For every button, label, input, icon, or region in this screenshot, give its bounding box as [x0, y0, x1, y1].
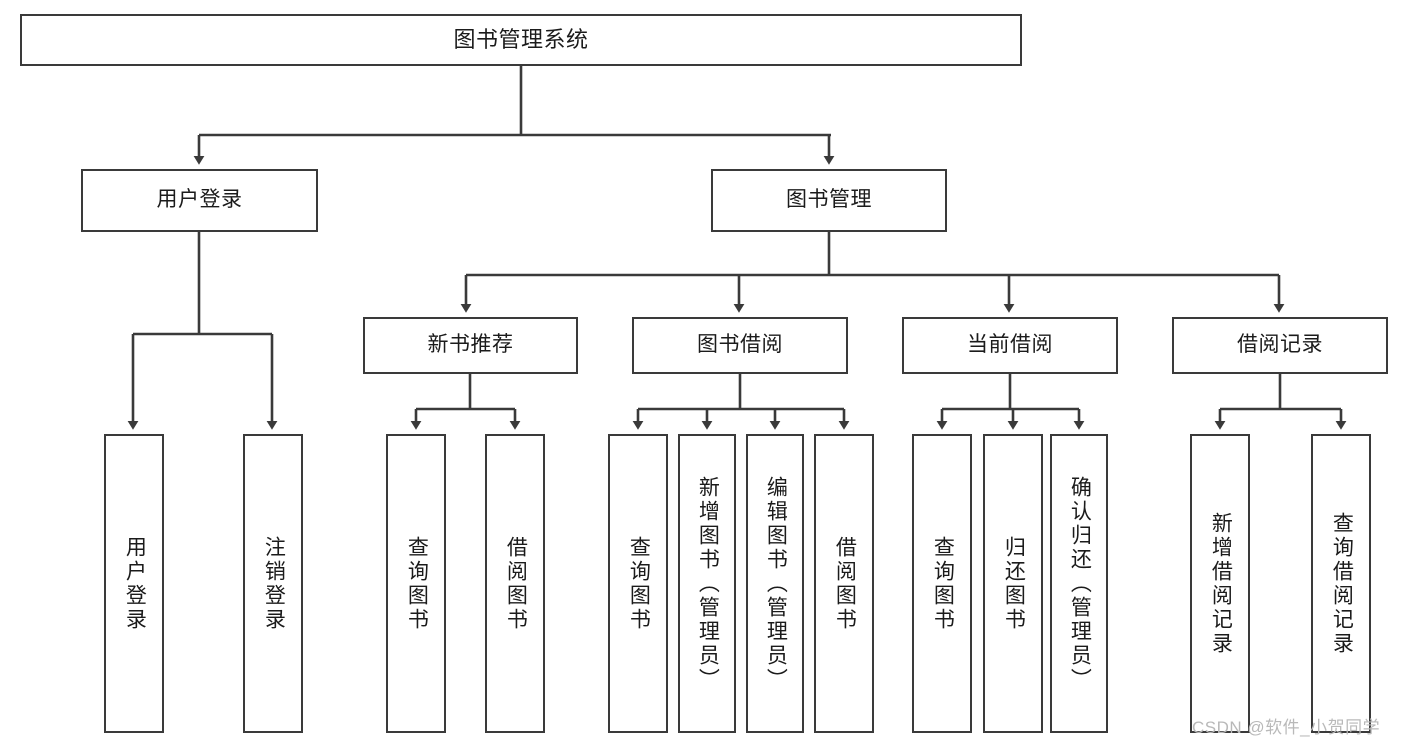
leaf-query-book-3[interactable]: 查询图书	[912, 434, 972, 733]
leaf-user-logout-label: 注销登录	[262, 535, 286, 632]
leaf-user-login-label: 用户登录	[123, 535, 147, 632]
leaf-query-book-1[interactable]: 查询图书	[386, 434, 446, 733]
leaf-query-record[interactable]: 查询借阅记录	[1311, 434, 1371, 733]
node-root[interactable]: 图书管理系统	[20, 14, 1022, 66]
leaf-user-login[interactable]: 用户登录	[104, 434, 164, 733]
leaf-query-book-2[interactable]: 查询图书	[608, 434, 668, 733]
node-borrow-record[interactable]: 借阅记录	[1172, 317, 1388, 374]
node-user-login-label: 用户登录	[156, 188, 243, 212]
leaf-user-logout[interactable]: 注销登录	[243, 434, 303, 733]
node-borrow-record-label: 借阅记录	[1237, 333, 1323, 357]
node-current-borrow-label: 当前借阅	[967, 333, 1053, 357]
leaf-edit-book-label: 编辑图书（管理员）	[764, 475, 788, 692]
leaf-confirm-return-label: 确认归还（管理员）	[1068, 475, 1092, 692]
node-book-borrow-label: 图书借阅	[697, 333, 783, 357]
node-book-borrow[interactable]: 图书借阅	[632, 317, 848, 374]
leaf-add-book-label: 新增图书（管理员）	[696, 475, 720, 692]
leaf-query-book-2-label: 查询图书	[627, 535, 651, 632]
leaf-query-book-3-label: 查询图书	[931, 535, 955, 632]
leaf-borrow-book-2-label: 借阅图书	[833, 535, 857, 632]
leaf-return-book[interactable]: 归还图书	[983, 434, 1043, 733]
leaf-edit-book[interactable]: 编辑图书（管理员）	[746, 434, 804, 733]
leaf-borrow-book-1-label: 借阅图书	[504, 535, 528, 632]
leaf-confirm-return[interactable]: 确认归还（管理员）	[1050, 434, 1108, 733]
leaf-add-book[interactable]: 新增图书（管理员）	[678, 434, 736, 733]
leaf-query-record-label: 查询借阅记录	[1330, 511, 1354, 656]
node-book-manage[interactable]: 图书管理	[711, 169, 947, 232]
node-new-book-rec[interactable]: 新书推荐	[363, 317, 578, 374]
node-user-login[interactable]: 用户登录	[81, 169, 318, 232]
leaf-borrow-book-2[interactable]: 借阅图书	[814, 434, 874, 733]
node-root-label: 图书管理系统	[453, 27, 589, 53]
leaf-add-record[interactable]: 新增借阅记录	[1190, 434, 1250, 733]
leaf-add-record-label: 新增借阅记录	[1209, 511, 1233, 656]
csdn-watermark: CSDN @软件_小贺同学	[1192, 718, 1381, 737]
node-book-manage-label: 图书管理	[786, 188, 872, 212]
leaf-borrow-book-1[interactable]: 借阅图书	[485, 434, 545, 733]
node-current-borrow[interactable]: 当前借阅	[902, 317, 1118, 374]
leaf-query-book-1-label: 查询图书	[405, 535, 429, 632]
node-new-book-rec-label: 新书推荐	[427, 333, 514, 357]
leaf-return-book-label: 归还图书	[1002, 535, 1026, 632]
